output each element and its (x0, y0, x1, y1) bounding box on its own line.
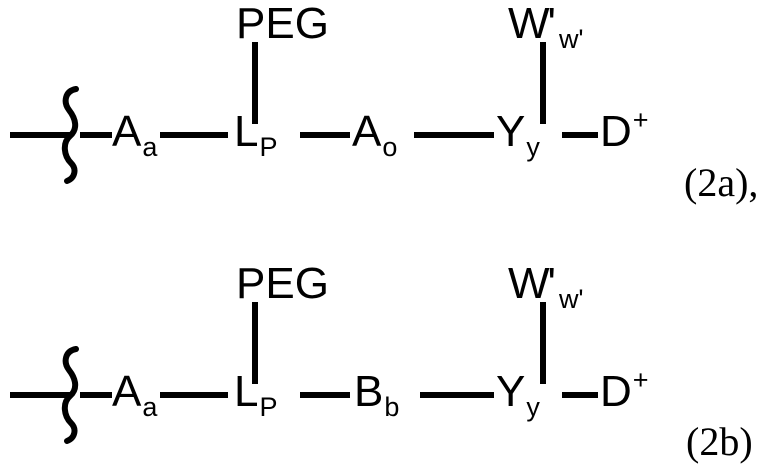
bond-w-to-y-2b (540, 302, 546, 384)
node-l-2b: LP (234, 367, 278, 421)
node-d-2b: D+ (600, 367, 649, 416)
structure-2b: PEG W'w' Aa LP Bb Yy D+ (2b) (0, 250, 769, 467)
a-base-2a: A (112, 107, 142, 156)
w-prime-mark-2b: ' (547, 259, 556, 308)
node-y-2a: Yy (496, 107, 540, 161)
b-base-2b: B (354, 367, 384, 416)
a-subscript-2a: a (142, 132, 158, 162)
formula-number-2a: (2a), (684, 160, 759, 205)
d-superscript-2a: + (632, 105, 649, 135)
bond-a-to-l-2a (160, 132, 228, 138)
bond-a-to-l-2b (160, 392, 228, 398)
bond-terminal-left-2a (10, 132, 72, 138)
w-base-2a: W (508, 0, 550, 48)
peg-label-2b: PEG (236, 259, 329, 308)
l-base-2b: L (234, 367, 259, 416)
y-subscript-2b: y (526, 392, 540, 422)
l-subscript-2b: P (259, 392, 278, 422)
node-peg-2b: PEG (236, 262, 329, 306)
bond-b-to-y-2b (420, 392, 494, 398)
node-ao-2a: Ao (352, 107, 397, 161)
bond-terminal-left-2b (10, 392, 72, 398)
bond-ao-to-y-2a (414, 132, 494, 138)
peg-label-2a: PEG (236, 0, 329, 48)
attachment-point-squiggle-2b (56, 346, 86, 449)
y-base-2b: Y (496, 367, 526, 416)
formula-number-2b: (2b) (686, 419, 753, 464)
node-peg-2a: PEG (236, 2, 329, 46)
w-prime-mark-2a: ' (547, 0, 556, 48)
bond-peg-to-l-2b (252, 302, 258, 384)
bond-squiggle-to-a-2b (80, 392, 112, 398)
bond-squiggle-to-a-2a (80, 132, 112, 138)
y-base-2a: Y (496, 107, 526, 156)
bond-y-to-d-2a (562, 132, 598, 138)
bond-y-to-d-2b (562, 392, 598, 398)
ao-subscript-2a: o (382, 132, 398, 162)
w-subscript-2b: w' (558, 284, 584, 314)
node-a-2a: Aa (112, 107, 157, 161)
node-w-prime-2b: W'w' (508, 259, 584, 313)
ao-base-2a: A (352, 107, 382, 156)
d-superscript-2b: + (632, 365, 649, 395)
a-base-2b: A (112, 367, 142, 416)
node-b-2b: Bb (354, 367, 399, 421)
b-subscript-2b: b (384, 392, 400, 422)
bond-l-to-b-2b (300, 392, 350, 398)
l-base-2a: L (234, 107, 259, 156)
node-y-2b: Yy (496, 367, 540, 421)
attachment-point-squiggle-2a (56, 86, 86, 189)
bond-l-to-ao-2a (300, 132, 350, 138)
node-a-2b: Aa (112, 367, 157, 421)
d-base-2a: D (600, 107, 632, 156)
node-l-2a: LP (234, 107, 278, 161)
bond-peg-to-l-2a (252, 42, 258, 124)
w-base-2b: W (508, 259, 550, 308)
y-subscript-2a: y (526, 132, 540, 162)
structure-2a: PEG W'w' Aa LP Ao Yy D+ (2a), (0, 0, 769, 233)
node-w-prime-2a: W'w' (508, 0, 584, 53)
w-subscript-2a: w' (558, 24, 584, 54)
d-base-2b: D (600, 367, 632, 416)
node-d-2a: D+ (600, 107, 649, 156)
a-subscript-2b: a (142, 392, 158, 422)
bond-w-to-y-2a (540, 42, 546, 124)
l-subscript-2a: P (259, 132, 278, 162)
